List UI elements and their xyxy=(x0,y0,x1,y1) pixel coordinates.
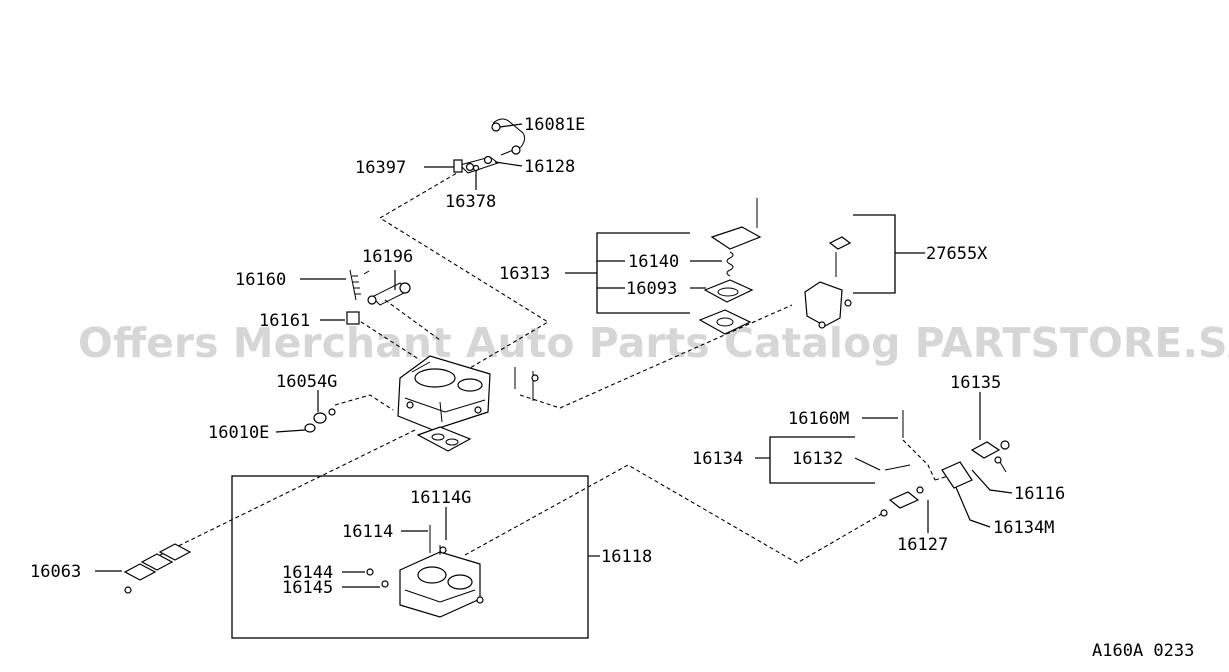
label-16160: 16160 xyxy=(235,270,286,290)
diagram-code: A160A 0233 xyxy=(1092,641,1194,661)
label-16063: 16063 xyxy=(30,562,81,582)
watermark-text: Offers Merchant Auto Parts Catalog PARTS… xyxy=(78,319,1229,367)
label-16118: 16118 xyxy=(601,547,652,567)
label-16397: 16397 xyxy=(355,158,406,178)
label-16054G: 16054G xyxy=(276,372,337,392)
label-16127: 16127 xyxy=(897,535,948,555)
leader-lines xyxy=(95,123,1013,588)
label-16140: 16140 xyxy=(628,252,679,272)
label-16144: 16144 xyxy=(282,563,333,583)
label-16145: 16145 xyxy=(282,578,333,598)
label-16313: 16313 xyxy=(499,264,550,284)
label-16134: 16134 xyxy=(692,449,743,469)
label-16093: 16093 xyxy=(626,279,677,299)
label-27655X: 27655X xyxy=(926,244,988,264)
label-16135: 16135 xyxy=(950,373,1001,393)
label-16114: 16114 xyxy=(342,522,393,542)
label-16010E: 16010E xyxy=(208,423,269,443)
label-16132: 16132 xyxy=(792,449,843,469)
group-boxes xyxy=(231,214,896,639)
label-16114G: 16114G xyxy=(410,488,471,508)
label-16134M: 16134M xyxy=(993,518,1054,538)
label-16378: 16378 xyxy=(445,192,496,212)
label-16116: 16116 xyxy=(1014,484,1065,504)
label-16160M: 16160M xyxy=(788,409,849,429)
label-16081E: 16081E xyxy=(524,115,585,135)
label-16161: 16161 xyxy=(259,311,310,331)
label-16128: 16128 xyxy=(524,157,575,177)
label-16196: 16196 xyxy=(362,247,413,267)
callout-labels: 16081E 16397 16128 16378 16196 16160 161… xyxy=(30,115,1065,598)
part-drawings xyxy=(123,118,1010,618)
